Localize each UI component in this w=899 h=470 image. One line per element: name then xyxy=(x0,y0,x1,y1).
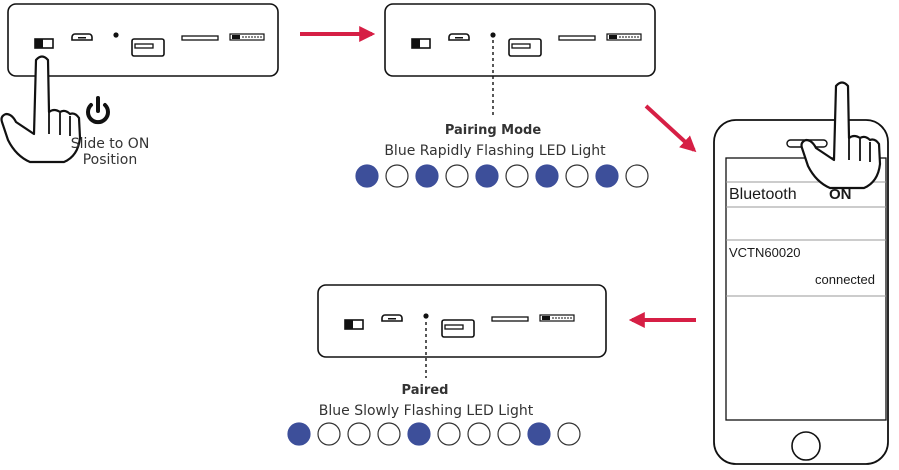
pairing-led-1-on xyxy=(355,164,379,188)
paired-led-1-on xyxy=(287,422,311,446)
pairing-led-7-on xyxy=(535,164,559,188)
paired-led-3-off xyxy=(347,422,371,446)
smartphone xyxy=(713,119,889,465)
step1-caption: Slide to ON Position xyxy=(40,136,180,168)
pairing-led-8-off xyxy=(565,164,589,188)
paired-led-9-on xyxy=(527,422,551,446)
pairing-mode-description: Blue Rapidly Flashing LED Light xyxy=(384,143,606,159)
pairing-led-9-on xyxy=(595,164,619,188)
paired-led-4-off xyxy=(377,422,401,446)
pairing-led-4-off xyxy=(445,164,469,188)
pairing-led-2-off xyxy=(385,164,409,188)
pairing-led-5-on xyxy=(475,164,499,188)
device-step2 xyxy=(384,3,656,77)
paired-led-2-off xyxy=(317,422,341,446)
paired-led-7-off xyxy=(467,422,491,446)
device-status: connected xyxy=(815,272,875,287)
step1-caption-line2: Position xyxy=(82,152,138,169)
arrow-step2-to-phone xyxy=(644,104,697,153)
led-row-pairing xyxy=(355,164,649,188)
paired-led-8-off xyxy=(497,422,521,446)
paired-led-6-off xyxy=(437,422,461,446)
pairing-mode-title: Pairing Mode xyxy=(444,123,542,138)
bluetooth-toggle-state[interactable]: ON xyxy=(829,186,852,203)
device-name[interactable]: VCTN60020 xyxy=(729,245,801,260)
home-button-icon xyxy=(791,431,821,461)
step1-caption-line1: Slide to ON xyxy=(70,136,150,152)
paired-title: Paired xyxy=(401,383,449,398)
paired-description: Blue Slowly Flashing LED Light xyxy=(318,403,534,419)
pairing-led-3-on xyxy=(415,164,439,188)
bluetooth-label: Bluetooth xyxy=(729,186,797,203)
device-step1 xyxy=(7,3,279,77)
pairing-led-10-off xyxy=(625,164,649,188)
device-step3 xyxy=(317,284,607,358)
led-row-paired xyxy=(287,422,581,446)
pairing-led-6-off xyxy=(505,164,529,188)
paired-led-5-on xyxy=(407,422,431,446)
power-icon xyxy=(86,96,110,125)
paired-led-10-off xyxy=(557,422,581,446)
